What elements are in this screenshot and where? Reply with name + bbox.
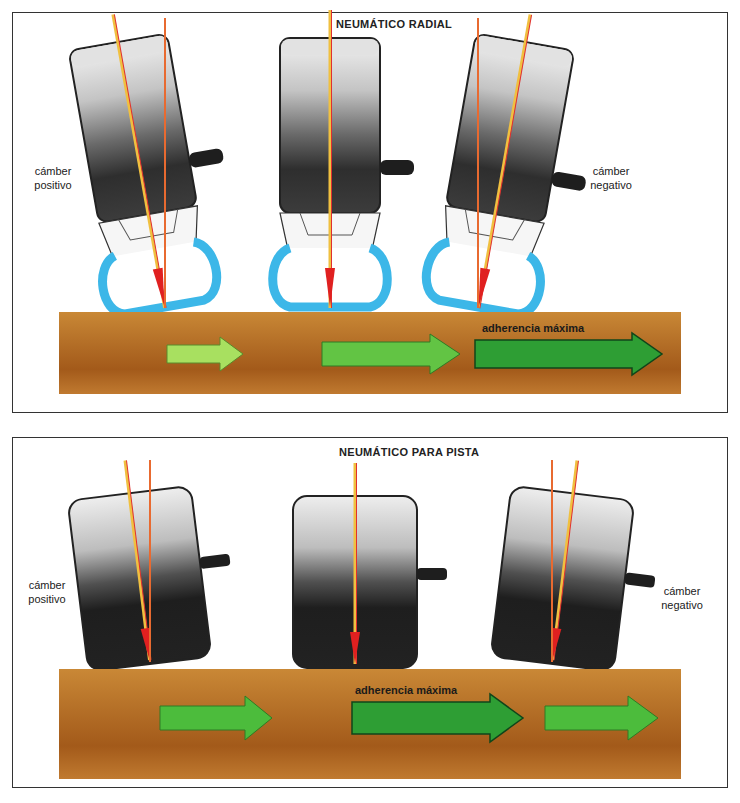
grip-arrow: [322, 334, 460, 374]
tire-positive-camber: [57, 0, 248, 318]
grip-arrow: [475, 333, 662, 375]
panel-title: NEUMÁTICO PARA PISTA: [339, 446, 479, 458]
camber-label: cámber positivo: [20, 164, 86, 192]
tire-negative-camber: [490, 453, 668, 675]
grip-label: adherencia máxima: [355, 684, 457, 696]
grip-arrow: [352, 694, 523, 742]
tire-neutral: [293, 463, 447, 668]
camber-label: cámber negativo: [578, 164, 644, 192]
panel: NEUMÁTICO RADIAL adherencia máxima: [12, 12, 728, 413]
panel: NEUMÁTICO PARA PISTA adherencia máxima: [12, 437, 728, 788]
camber-label: cámber negativo: [648, 584, 716, 612]
tire-neutral: [273, 10, 414, 308]
grip-arrow: [167, 337, 243, 371]
road-band: adherencia máxima: [59, 669, 681, 779]
vertical-reference: [164, 18, 166, 308]
grip-arrow: [545, 696, 658, 740]
vertical-reference: [477, 18, 479, 308]
tire-negative-camber: [422, 5, 613, 323]
grip-arrow: [160, 696, 272, 740]
tire-positive-camber: [63, 449, 241, 671]
road-band: adherencia máxima: [59, 312, 681, 394]
vertical-reference: [551, 460, 553, 662]
vertical-reference: [149, 460, 151, 662]
grip-label: adherencia máxima: [482, 322, 584, 334]
camber-label: cámber positivo: [16, 578, 78, 606]
panel-title: NEUMÁTICO RADIAL: [336, 18, 452, 30]
